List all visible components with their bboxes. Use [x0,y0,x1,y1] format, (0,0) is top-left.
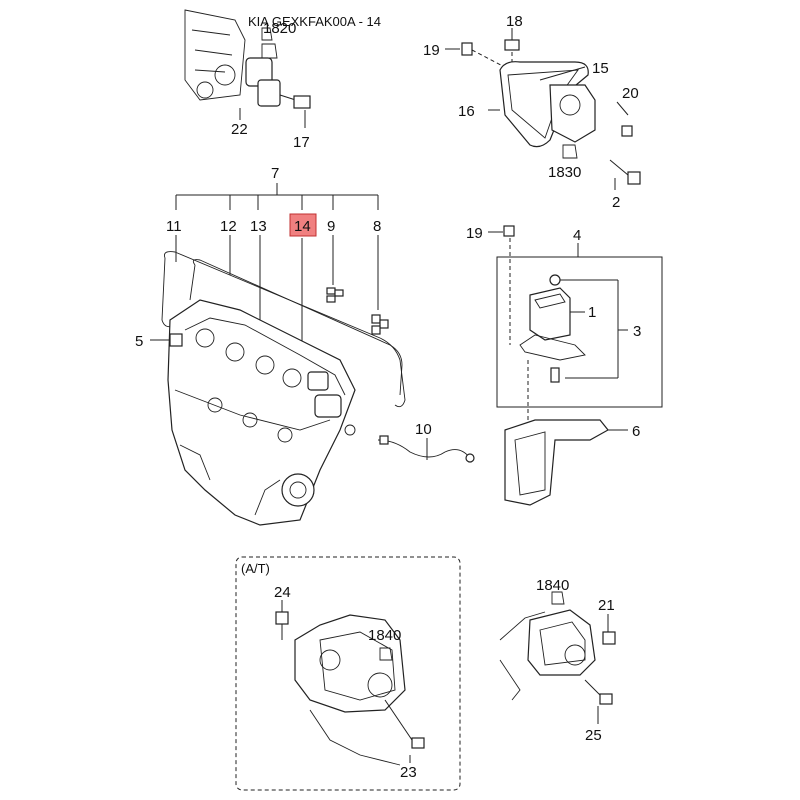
callout-14[interactable]: 14 [294,218,311,235]
callout-4: 4 [573,227,581,244]
callout-3: 3 [633,323,641,340]
callout-19-mid: 19 [466,225,483,242]
diagram-title: KIA GEXKFAK00A - 14 [248,14,381,29]
callout-16: 16 [458,103,475,120]
callout-1: 1 [588,304,596,321]
callout-9: 9 [327,218,335,235]
callout-23: 23 [400,764,417,781]
callout-1840-left: 1840 [368,627,401,644]
callout-13: 13 [250,218,267,235]
engine-assembly [150,183,475,526]
callout-1820: 1820 [263,20,296,37]
callout-1840-right: 1840 [536,577,569,594]
highlight-box-14 [289,213,317,237]
at-label: (A/T) [241,561,270,576]
callout-8: 8 [373,218,381,235]
callout-21: 21 [598,597,615,614]
callout-2: 2 [612,194,620,211]
callout-20: 20 [622,85,639,102]
starter-mt-assembly [499,591,616,724]
callout-17: 17 [293,134,310,151]
callout-15: 15 [592,60,609,77]
callout-7: 7 [271,165,279,182]
callout-11: 11 [166,218,182,235]
callout-22: 22 [231,121,248,138]
callout-24: 24 [274,584,291,601]
callout-19-top: 19 [423,42,440,59]
callout-6: 6 [632,423,640,440]
top-left-assembly [184,9,311,128]
top-right-assembly [445,28,641,190]
callout-18: 18 [506,13,523,30]
callout-12: 12 [220,218,237,235]
starter-at-assembly [235,556,461,791]
callout-25: 25 [585,727,602,744]
callout-5: 5 [135,333,143,350]
callout-10: 10 [415,421,432,438]
coil-assembly [488,225,663,506]
callout-1830: 1830 [548,164,581,181]
